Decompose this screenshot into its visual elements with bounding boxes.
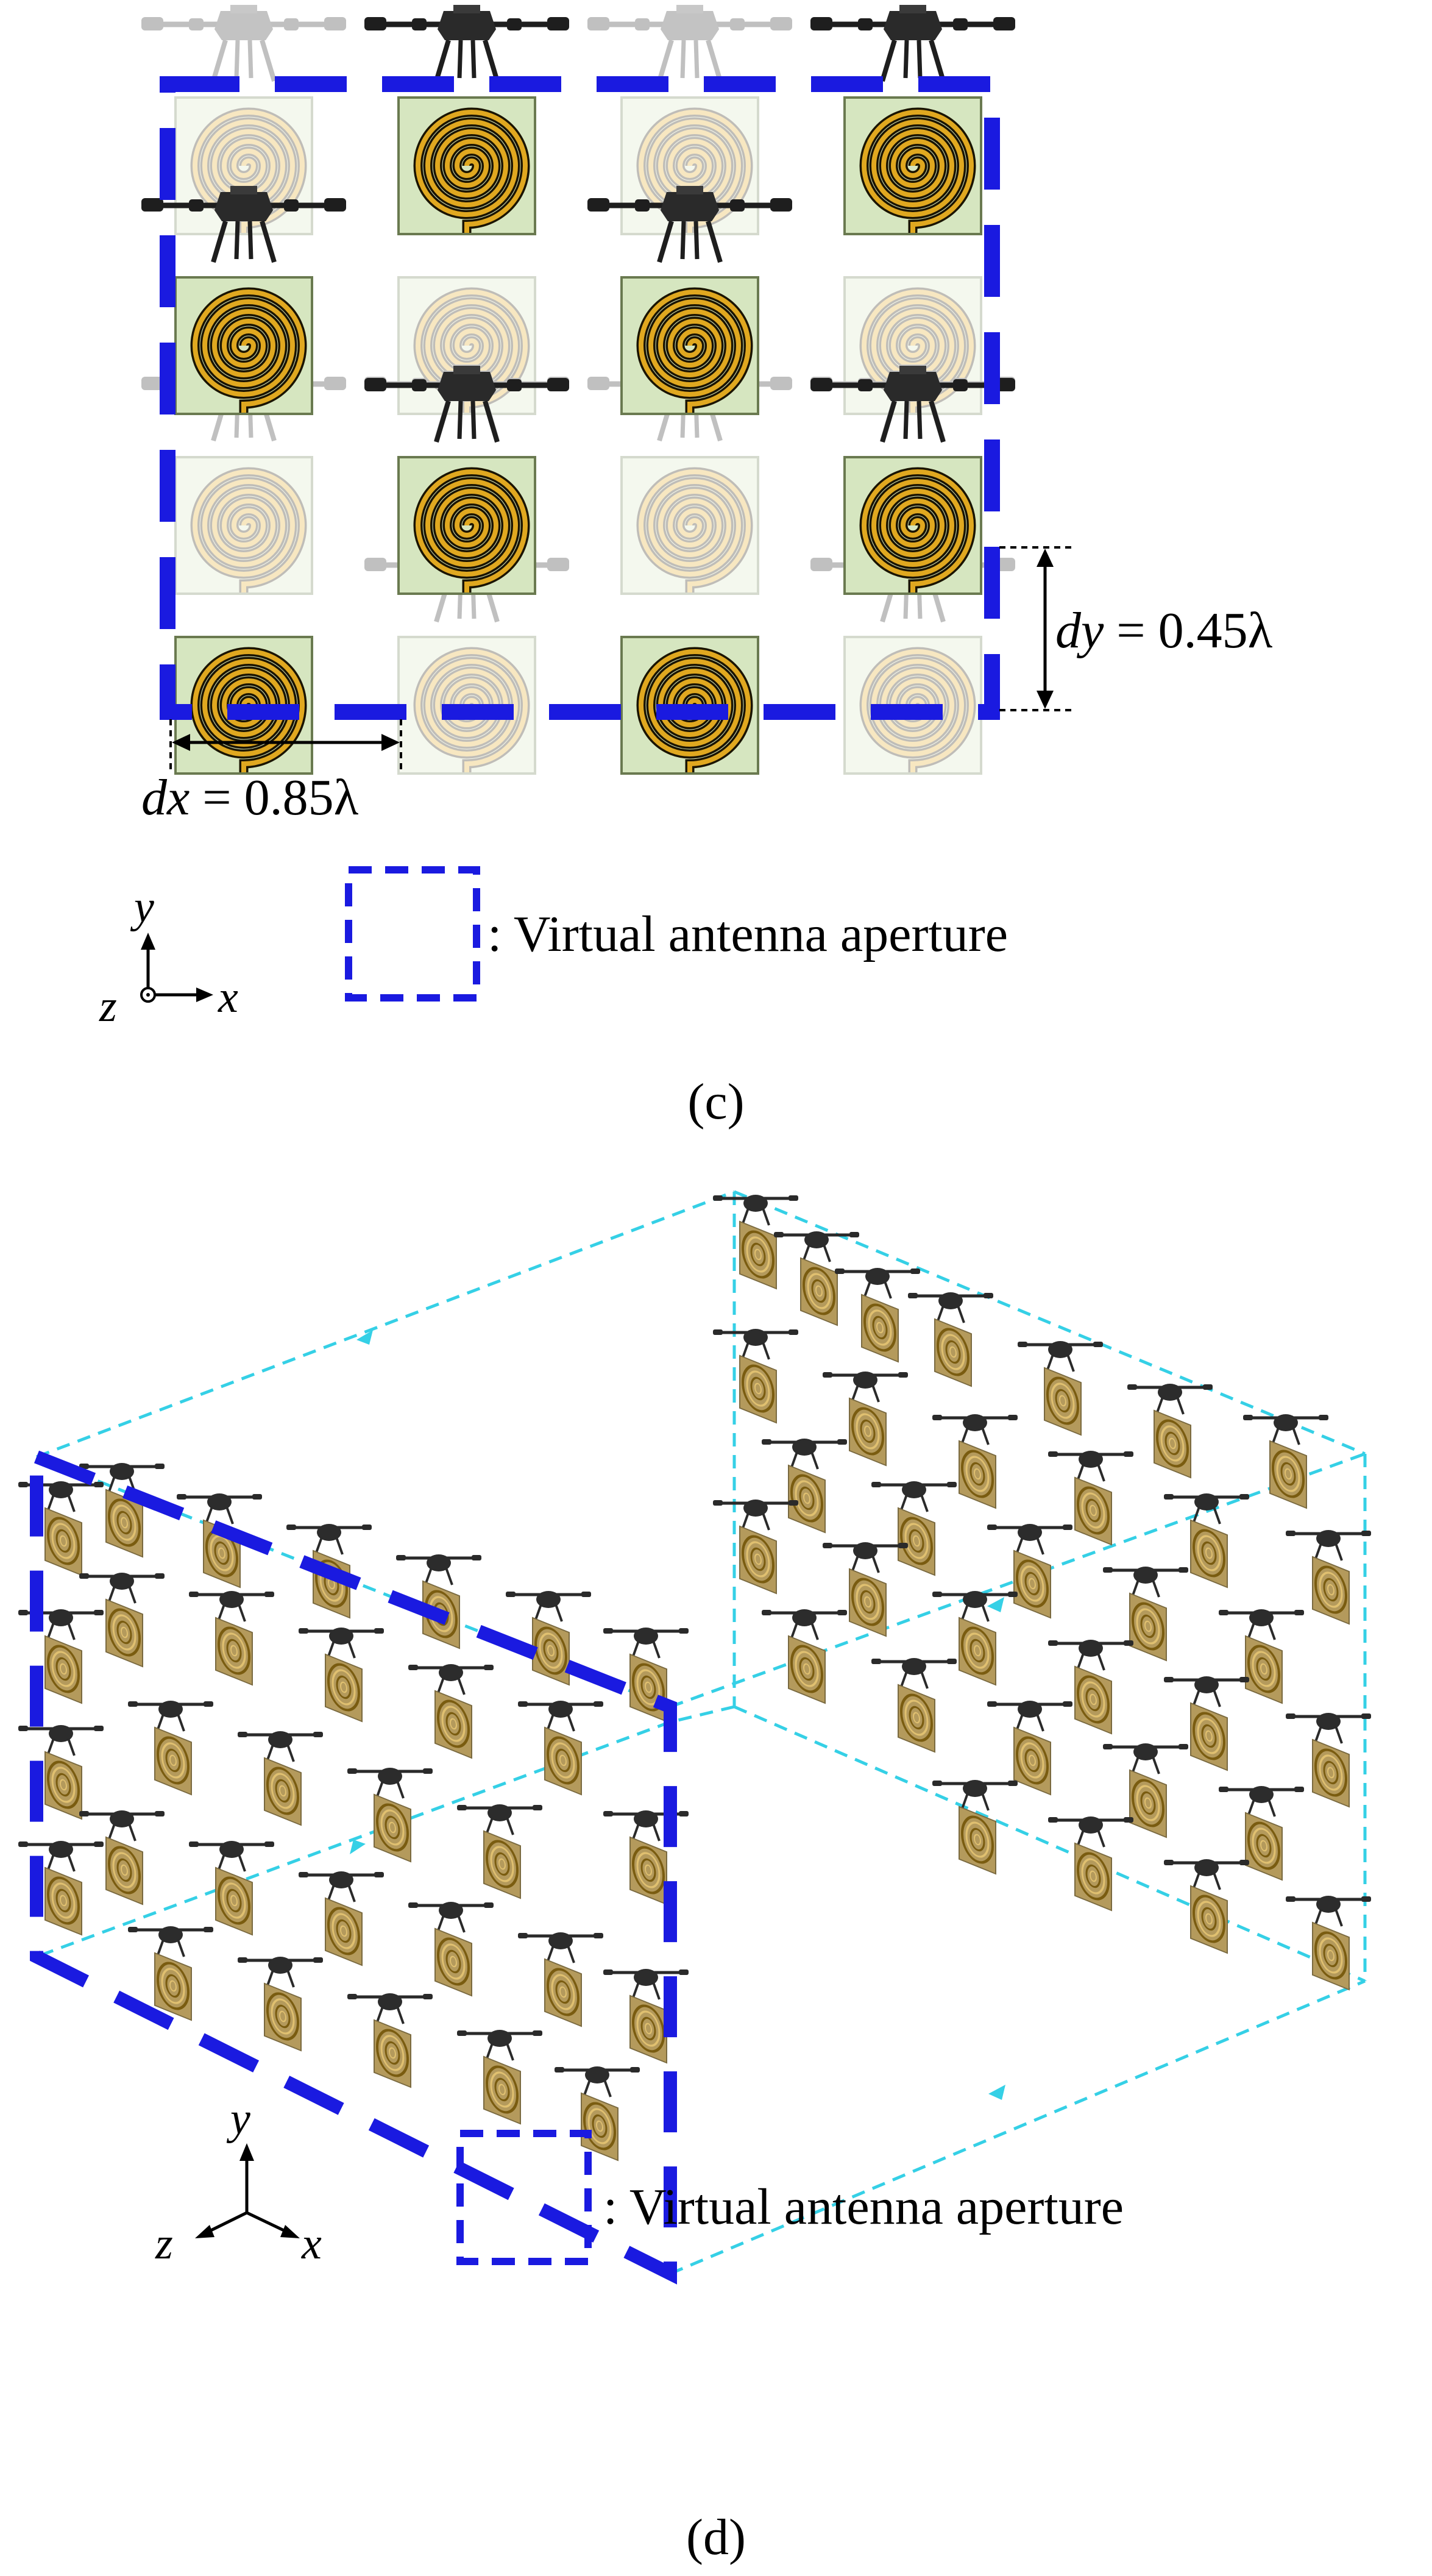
svg-text:dy = 0.45λ: dy = 0.45λ — [1055, 602, 1273, 659]
virtual-aperture-border — [160, 76, 1000, 720]
back-drone-array — [713, 1195, 1371, 1990]
path-arrows — [350, 1330, 1005, 2100]
axis-y-label: y — [130, 882, 154, 932]
axis-y-label-d: y — [226, 2094, 250, 2144]
dy-dimension: dy = 0.45λ — [999, 546, 1273, 711]
spiral-antenna-icon — [845, 457, 981, 594]
quadcopter-drone-icon — [364, 5, 569, 81]
svg-text:dx = 0.85λ: dx = 0.85λ — [141, 769, 359, 826]
axis-triad-c: y x z — [99, 882, 238, 1031]
spiral-antenna-icon — [399, 98, 535, 234]
panel-c-diagram: dx = 0.85λ dy = 0.45λ y x z : Virtual an… — [99, 0, 1273, 1130]
dy-value: = 0.45λ — [1104, 602, 1272, 659]
spiral-antenna-icon — [399, 457, 535, 594]
dx-symbol: dx — [141, 769, 190, 826]
dy-symbol: dy — [1055, 602, 1104, 659]
quadcopter-drone-icon — [774, 1231, 859, 1325]
quadcopter-drone-icon — [1127, 1384, 1213, 1478]
virtual-aperture-border-d — [30, 1446, 677, 2285]
panel-c: dx = 0.85λ dy = 0.45λ y x z : Virtual an… — [0, 0, 1432, 1158]
axis-z-label: z — [99, 981, 117, 1031]
caption-d: (d) — [686, 2509, 746, 2566]
legend-c: : Virtual antenna aperture — [345, 866, 1008, 1002]
quadcopter-drone-icon — [835, 1268, 920, 1362]
axis-x-label-d: x — [301, 2219, 322, 2269]
caption-c: (c) — [687, 1073, 744, 1130]
axis-triad-d: y x z — [155, 2094, 322, 2269]
quadcopter-drone-icon — [810, 5, 1015, 81]
panel-d-diagram: y x z : Virtual antenna aperture (d) — [0, 1190, 1432, 2566]
quadcopter-drone-icon — [908, 1292, 993, 1386]
dx-value: = 0.85λ — [190, 769, 358, 826]
front-drone-array — [18, 1463, 689, 2160]
axis-z-label-d: z — [155, 2219, 173, 2269]
legend-label-c: : Virtual antenna aperture — [487, 906, 1008, 962]
spiral-antenna-icon — [175, 277, 312, 414]
legend-d: : Virtual antenna aperture — [456, 2130, 1124, 2265]
quadcopter-drone-icon — [713, 1195, 798, 1289]
dx-dimension: dx = 0.85λ — [141, 719, 402, 826]
axis-x-label: x — [218, 972, 238, 1022]
quadcopter-drone-icon — [1018, 1341, 1103, 1435]
legend-label-d: : Virtual antenna aperture — [603, 2179, 1124, 2235]
spiral-antenna-icon — [845, 98, 981, 234]
spiral-antenna-icon — [622, 277, 758, 414]
panel-d: y x z : Virtual antenna aperture (d) — [0, 1158, 1432, 2576]
